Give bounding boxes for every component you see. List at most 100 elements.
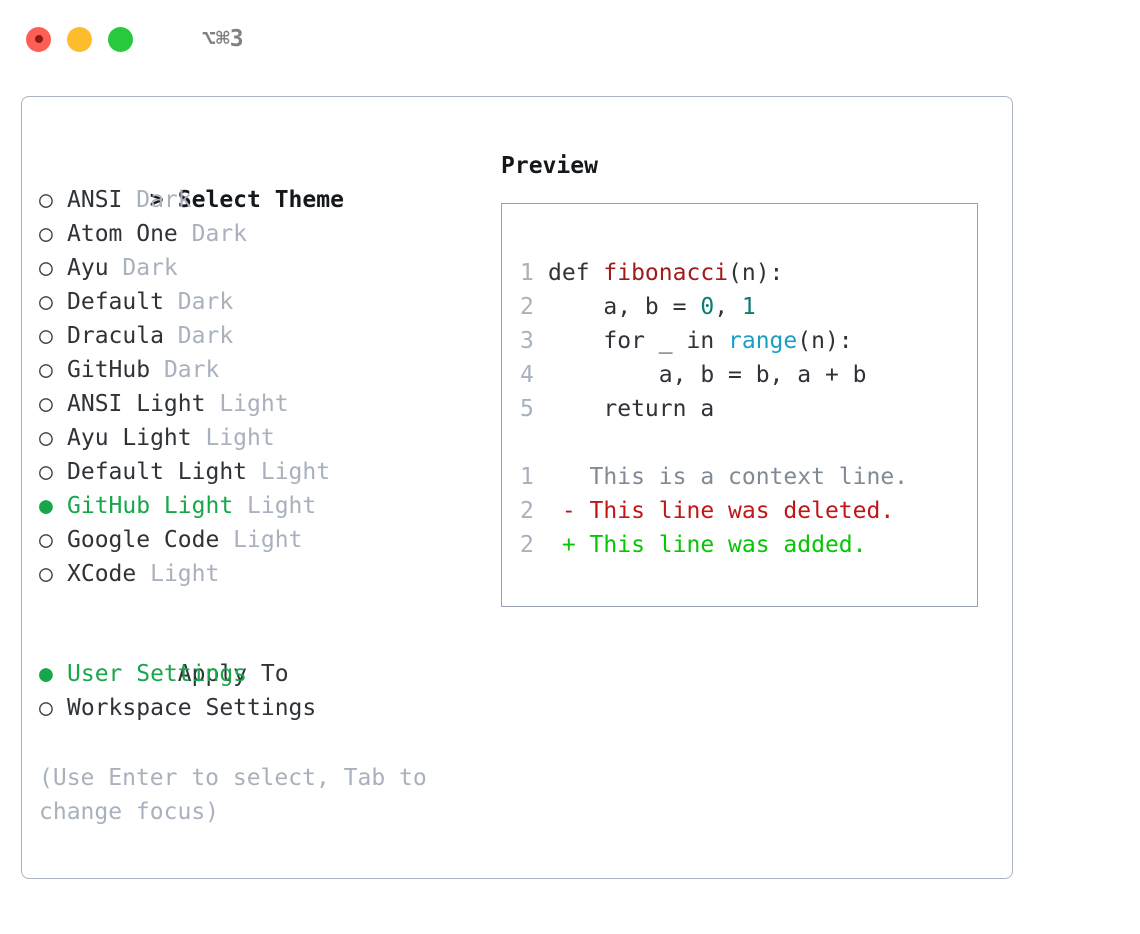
code-token: a, b = — [548, 294, 701, 320]
theme-option-github[interactable]: ○ GitHub Dark — [39, 353, 479, 387]
theme-option-label: Google Code — [67, 527, 220, 553]
theme-variant-tag: Dark — [150, 357, 220, 383]
theme-variant-tag: Light — [219, 527, 303, 553]
theme-option-label: ANSI — [67, 187, 123, 213]
theme-option-label: Default Light — [67, 459, 248, 485]
theme-variant-tag: Dark — [163, 289, 234, 315]
line-number: 2 — [520, 294, 534, 320]
theme-option-ansi-light[interactable]: ○ ANSI Light Light — [39, 387, 479, 421]
theme-option-ansi[interactable]: ○ ANSI Dark — [39, 183, 479, 217]
code-token: return a — [548, 396, 715, 422]
code-token: a, b = b, a + b — [548, 362, 867, 388]
theme-option-ayu[interactable]: ○ Ayu Dark — [39, 251, 479, 285]
diff-sample: 1 This is a context line.2 - This line w… — [520, 460, 977, 562]
radio-unselected-icon: ○ — [39, 695, 53, 721]
code-token: range — [728, 328, 798, 354]
radio-unselected-icon: ○ — [39, 289, 53, 315]
theme-option-label: GitHub Light — [67, 493, 234, 519]
theme-variant-tag: Dark — [108, 255, 178, 281]
line-number: 1 — [520, 464, 534, 490]
theme-option-default[interactable]: ○ Default Dark — [39, 285, 479, 319]
theme-variant-tag: Light — [136, 561, 220, 587]
theme-option-ayu-light[interactable]: ○ Ayu Light Light — [39, 421, 479, 455]
radio-unselected-icon: ○ — [39, 527, 53, 553]
theme-option-label: GitHub — [67, 357, 151, 383]
code-line: 5 return a — [520, 392, 977, 426]
theme-option-xcode[interactable]: ○ XCode Light — [39, 557, 479, 591]
radio-unselected-icon: ○ — [39, 187, 53, 213]
line-number: 4 — [520, 362, 534, 388]
apply-to-option-label: Workspace Settings — [67, 695, 317, 721]
minimize-button[interactable] — [67, 26, 92, 52]
diff-line-del: 2 - This line was deleted. — [520, 494, 977, 528]
radio-unselected-icon: ○ — [39, 221, 53, 247]
radio-selected-icon: ● — [39, 661, 53, 687]
theme-option-label: Default — [67, 289, 164, 315]
theme-option-atom-one[interactable]: ○ Atom One Dark — [39, 217, 479, 251]
theme-option-dracula[interactable]: ○Dracula Dark — [39, 319, 479, 353]
theme-option-label: ANSI Light — [67, 391, 206, 417]
theme-variant-tag: Dark — [122, 187, 192, 213]
radio-unselected-icon: ○ — [39, 323, 53, 349]
theme-option-label: Ayu — [67, 255, 109, 281]
radio-unselected-icon: ○ — [39, 561, 53, 587]
keyboard-shortcut-label: ⌥⌘3 — [202, 26, 244, 52]
theme-option-label: Ayu Light — [67, 425, 192, 451]
close-button[interactable] — [26, 26, 51, 52]
line-number: 3 — [520, 328, 534, 354]
line-number: 5 — [520, 396, 534, 422]
theme-picker-panel: > Select Theme ○ ANSI Dark ○ Atom One Dark ○ A… — [21, 96, 1013, 879]
code-token: 1 — [741, 294, 756, 320]
theme-option-google-code[interactable]: ○ Google Code Light — [39, 523, 479, 557]
theme-list-column: > Select Theme ○ ANSI Dark ○ Atom One Dark ○ A… — [39, 149, 479, 829]
theme-variant-tag: Light — [233, 493, 317, 519]
code-line: 1 def fibonacci(n): — [520, 256, 977, 290]
apply-to-option-user-settings[interactable]: ● User Settings — [39, 657, 479, 691]
radio-selected-icon: ● — [39, 493, 53, 519]
radio-unselected-icon: ○ — [39, 459, 53, 485]
diff-line-add: 2 + This line was added. — [520, 528, 977, 562]
window-titlebar: ⌥⌘3 — [0, 0, 1140, 78]
theme-variant-tag: Light — [191, 425, 275, 451]
diff-line-text: + This line was added. — [548, 532, 867, 558]
diff-line-ctx: 1 This is a context line. — [520, 460, 977, 494]
theme-option-label: XCode — [67, 561, 137, 587]
code-line: 2 a, b = 0, 1 — [520, 290, 977, 324]
apply-to-title: Apply To — [177, 661, 289, 687]
maximize-button[interactable] — [108, 26, 133, 52]
code-token: (n): — [728, 260, 784, 286]
prompt-caret-icon: > — [149, 187, 164, 213]
theme-option-github-light[interactable]: ● GitHub Light Light — [39, 489, 479, 523]
line-number: 1 — [520, 260, 534, 286]
theme-variant-tag: Dark — [177, 221, 248, 247]
apply-to-option-workspace-settings[interactable]: ○ Workspace Settings — [39, 691, 479, 725]
code-token: 0 — [700, 294, 715, 320]
code-line: 4 a, b = b, a + b — [520, 358, 977, 392]
code-token: fibonacci — [603, 260, 729, 286]
code-token: for _ in — [548, 328, 729, 354]
theme-option-default-light[interactable]: ○Default Light Light — [39, 455, 479, 489]
diff-line-text: This is a context line. — [548, 464, 909, 490]
theme-list-title: Select Theme — [177, 187, 344, 213]
keyboard-hint-text: (Use Enter to select, Tab to change focu… — [39, 765, 441, 825]
apply-to-options-list: ● User Settings ○ Workspace Settings — [39, 657, 479, 725]
theme-option-label: Atom One — [67, 221, 178, 247]
line-number: 2 — [520, 498, 534, 524]
theme-option-label: Dracula — [67, 323, 164, 349]
apply-to-option-label: User Settings — [67, 661, 248, 687]
diff-line-text: - This line was deleted. — [548, 498, 895, 524]
preview-spacer — [520, 426, 977, 460]
radio-unselected-icon: ○ — [39, 255, 53, 281]
code-line: 3 for _ in range(n): — [520, 324, 977, 358]
code-token: def — [548, 260, 604, 286]
radio-unselected-icon: ○ — [39, 357, 53, 383]
code-token: , — [714, 294, 742, 320]
radio-unselected-icon: ○ — [39, 425, 53, 451]
radio-unselected-icon: ○ — [39, 391, 53, 417]
theme-options-list: ○ ANSI Dark ○ Atom One Dark ○ Ayu Dark ○ Defaul… — [39, 183, 479, 591]
theme-variant-tag: Light — [205, 391, 289, 417]
